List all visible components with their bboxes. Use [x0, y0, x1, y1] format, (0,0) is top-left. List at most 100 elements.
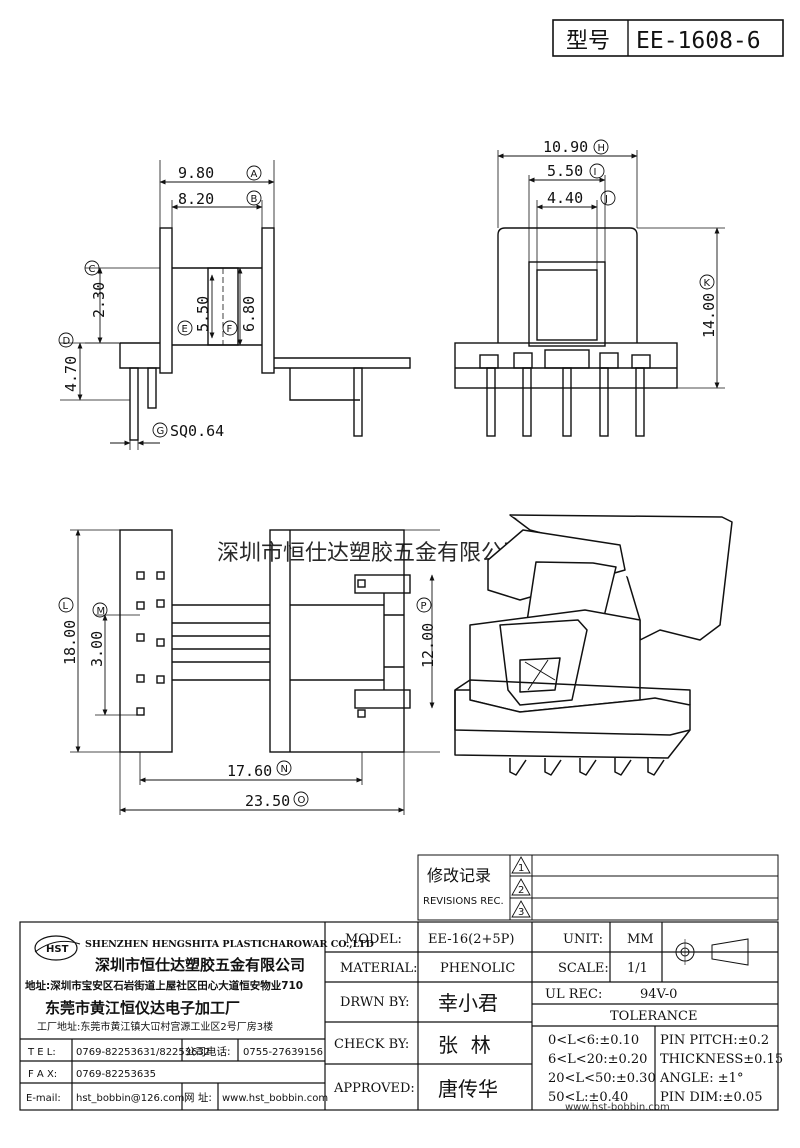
dim-B-value: 8.20: [178, 190, 214, 208]
revision-mark-3: 3: [518, 907, 524, 918]
dim-F: 6.80 F: [222, 267, 258, 346]
dim-O-letter: O: [298, 795, 306, 806]
dim-M-letter: M: [97, 606, 106, 617]
dim-L-value: 18.00: [61, 620, 79, 665]
drawn-by-value: 幸小君: [438, 991, 498, 1015]
website-label: 网 址:: [184, 1091, 212, 1104]
side-view: [454, 150, 678, 437]
dim-M: 3.00 M: [88, 602, 108, 716]
isometric-view: [454, 514, 733, 776]
unit-value: MM: [627, 932, 654, 947]
tol-left-3: 50<L:±0.40: [548, 1090, 628, 1105]
dim-C: 2.30 C: [84, 260, 160, 344]
dim-C-letter: C: [89, 264, 96, 275]
company-name-cn: 深圳市恒仕达塑胶五金有限公司: [95, 956, 305, 974]
dim-J-value: 4.40: [547, 189, 583, 207]
model-header: 型号 EE-1608-6: [552, 19, 784, 57]
dim-O: 23.50 O: [119, 791, 405, 813]
check-by-value: 张 林: [438, 1033, 491, 1057]
dim-K-letter: K: [704, 278, 711, 289]
title-block-frame: [19, 921, 779, 1111]
dim-D-letter: D: [63, 336, 71, 347]
revision-mark-1: 1: [518, 863, 524, 874]
tol-right-3: PIN DIM:±0.05: [660, 1090, 762, 1105]
tolerance-label: TOLERANCE: [610, 1009, 697, 1024]
dim-P-letter: P: [421, 601, 427, 612]
dim-N-value: 17.60: [227, 762, 272, 780]
check-by-label: CHECK BY:: [334, 1037, 409, 1052]
dim-A-letter: A: [251, 169, 258, 180]
dim-M-value: 3.00: [88, 631, 106, 667]
revisions-block: [417, 854, 779, 921]
company-logo-text: HST: [46, 944, 69, 955]
dim-N-letter: N: [281, 764, 288, 775]
dim-G-value: SQ0.64: [170, 422, 224, 440]
factory-address: 工厂地址:东莞市黄江镇大冚村宫源工业区2号厂房3楼: [37, 1020, 273, 1033]
dim-H: 10.90 H: [497, 138, 638, 159]
dim-H-letter: H: [598, 143, 606, 154]
ul-rec-label: UL REC:: [545, 987, 602, 1002]
tol-right-1: THICKNESS±0.15: [660, 1052, 783, 1067]
dim-K: 14.00 K: [637, 227, 725, 389]
revisions-title: 修改记录: [427, 866, 491, 885]
dim-G: G SQ0.64: [110, 422, 224, 450]
dim-A-value: 9.80: [178, 164, 214, 182]
dim-I: 5.50 I: [528, 162, 606, 183]
tel-label: T E L:: [27, 1047, 56, 1058]
fax-label: F A X:: [28, 1069, 57, 1080]
material-label: MATERIAL:: [340, 961, 417, 976]
dim-E-value: 5.50: [194, 296, 212, 332]
material-value: PHENOLIC: [440, 961, 515, 976]
tolerance-table: 0<L<6:±0.10 6<L<20:±0.20 20<L<50:±0.30 5…: [548, 1033, 783, 1105]
watermark-company: 深圳市恒仕达塑胶五金有限公司: [217, 541, 525, 566]
dim-L: 18.00 L: [58, 529, 81, 753]
tol-right-0: PIN PITCH:±0.2: [660, 1033, 769, 1048]
tol-left-2: 20<L<50:±0.30: [548, 1071, 656, 1086]
watermark-website: www.hst-bobbin.com: [565, 1102, 670, 1113]
tel-value: 0769-82253631/82253632: [76, 1047, 210, 1058]
dim-P-value: 12.00: [419, 623, 437, 668]
fax-value: 0769-82253635: [76, 1069, 156, 1080]
dim-O-value: 23.50: [245, 792, 290, 810]
scale-value: 1/1: [627, 961, 648, 976]
tol-left-0: 0<L<6:±0.10: [548, 1033, 639, 1048]
dim-K-value: 14.00: [700, 293, 718, 338]
office-phone-value: 0755-27639156: [243, 1047, 323, 1058]
dim-I-value: 5.50: [547, 162, 583, 180]
model-label: MODEL:: [345, 932, 402, 947]
office-phone-label: 公司电话:: [185, 1045, 231, 1058]
email-value: hst_bobbin@126.com: [76, 1093, 184, 1104]
factory-name: 东莞市黄江恒仪达电子加工厂: [45, 999, 240, 1017]
approved-value: 唐传华: [438, 1077, 498, 1101]
front-view: [119, 160, 411, 441]
dim-J: 4.40 J: [536, 189, 616, 210]
model-value: EE-16(2+5P): [428, 932, 514, 947]
dim-E: 5.50 E: [177, 274, 215, 339]
dim-C-value: 2.30: [90, 282, 108, 318]
company-logo: HST: [34, 935, 81, 961]
company-name-en: SHENZHEN HENGSHITA PLASTICHAROWAR CO.,LT…: [85, 939, 374, 950]
dim-H-value: 10.90: [543, 138, 588, 156]
dim-P: 12.00 P: [416, 574, 437, 709]
dim-B-letter: B: [251, 194, 258, 205]
tol-right-2: ANGLE: ±1°: [659, 1071, 743, 1086]
tol-left-1: 6<L<20:±0.20: [548, 1052, 647, 1067]
email-label: E-mail:: [26, 1093, 61, 1104]
dim-B: 8.20 B: [171, 190, 263, 210]
dim-A: 9.80 A: [159, 164, 275, 185]
projection-symbol-icon: [672, 938, 749, 966]
dim-I-letter: I: [594, 167, 597, 178]
dim-L-letter: L: [63, 601, 69, 612]
dim-E-letter: E: [182, 324, 188, 335]
drawn-by-label: DRWN BY:: [340, 995, 409, 1010]
website-value: www.hst_bobbin.com: [222, 1093, 328, 1104]
scale-label: SCALE:: [558, 961, 609, 976]
dim-D-value: 4.70: [62, 356, 80, 392]
dim-F-value: 6.80: [240, 296, 258, 332]
model-header-label: 型号: [566, 29, 610, 54]
unit-label: UNIT:: [563, 932, 603, 947]
ul-rec-value: 94V-0: [640, 987, 677, 1002]
top-view: [70, 529, 440, 815]
